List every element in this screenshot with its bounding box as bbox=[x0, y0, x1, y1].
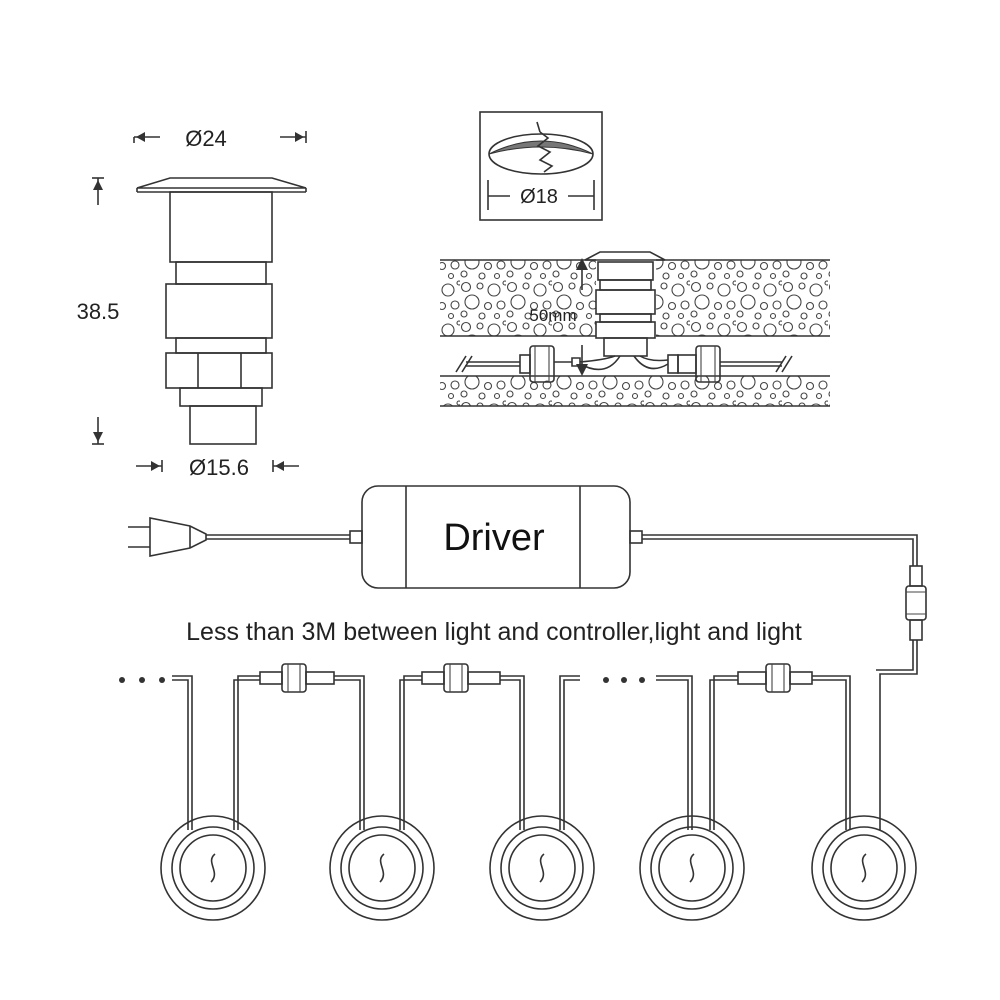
connector-3 bbox=[737, 663, 813, 693]
power-plug bbox=[128, 517, 363, 557]
driver-box: Driver bbox=[361, 485, 631, 589]
light-3 bbox=[489, 815, 595, 921]
light-cables bbox=[172, 675, 851, 830]
connector-1 bbox=[259, 663, 335, 693]
light-body-outline bbox=[136, 177, 307, 445]
light-dimension-drawing: Ø24 38.5 bbox=[77, 126, 307, 480]
distance-note: Less than 3M between light and controlle… bbox=[186, 618, 802, 646]
height-label: 38.5 bbox=[77, 299, 120, 324]
height-arrows bbox=[92, 177, 104, 445]
depth-label: 50mm bbox=[529, 306, 576, 325]
driver-output-cable bbox=[629, 530, 927, 830]
hole-inset: Ø18 bbox=[479, 111, 603, 221]
continuation-dots-middle bbox=[603, 677, 645, 683]
continuation-dots-left bbox=[119, 677, 165, 683]
bottom-diameter-arrows bbox=[136, 460, 299, 472]
connector-2 bbox=[421, 663, 501, 693]
hole-diameter-label: Ø18 bbox=[520, 186, 558, 208]
driver-label: Driver bbox=[443, 517, 545, 559]
light-1 bbox=[160, 815, 266, 921]
installation-cross-section: 50mm bbox=[440, 251, 830, 407]
bottom-diameter-label: Ø15.6 bbox=[189, 455, 249, 480]
top-diameter-arrows bbox=[133, 131, 307, 143]
light-2 bbox=[329, 815, 435, 921]
top-diameter-label: Ø24 bbox=[185, 126, 227, 151]
light-5 bbox=[811, 815, 917, 921]
light-4 bbox=[639, 815, 745, 921]
